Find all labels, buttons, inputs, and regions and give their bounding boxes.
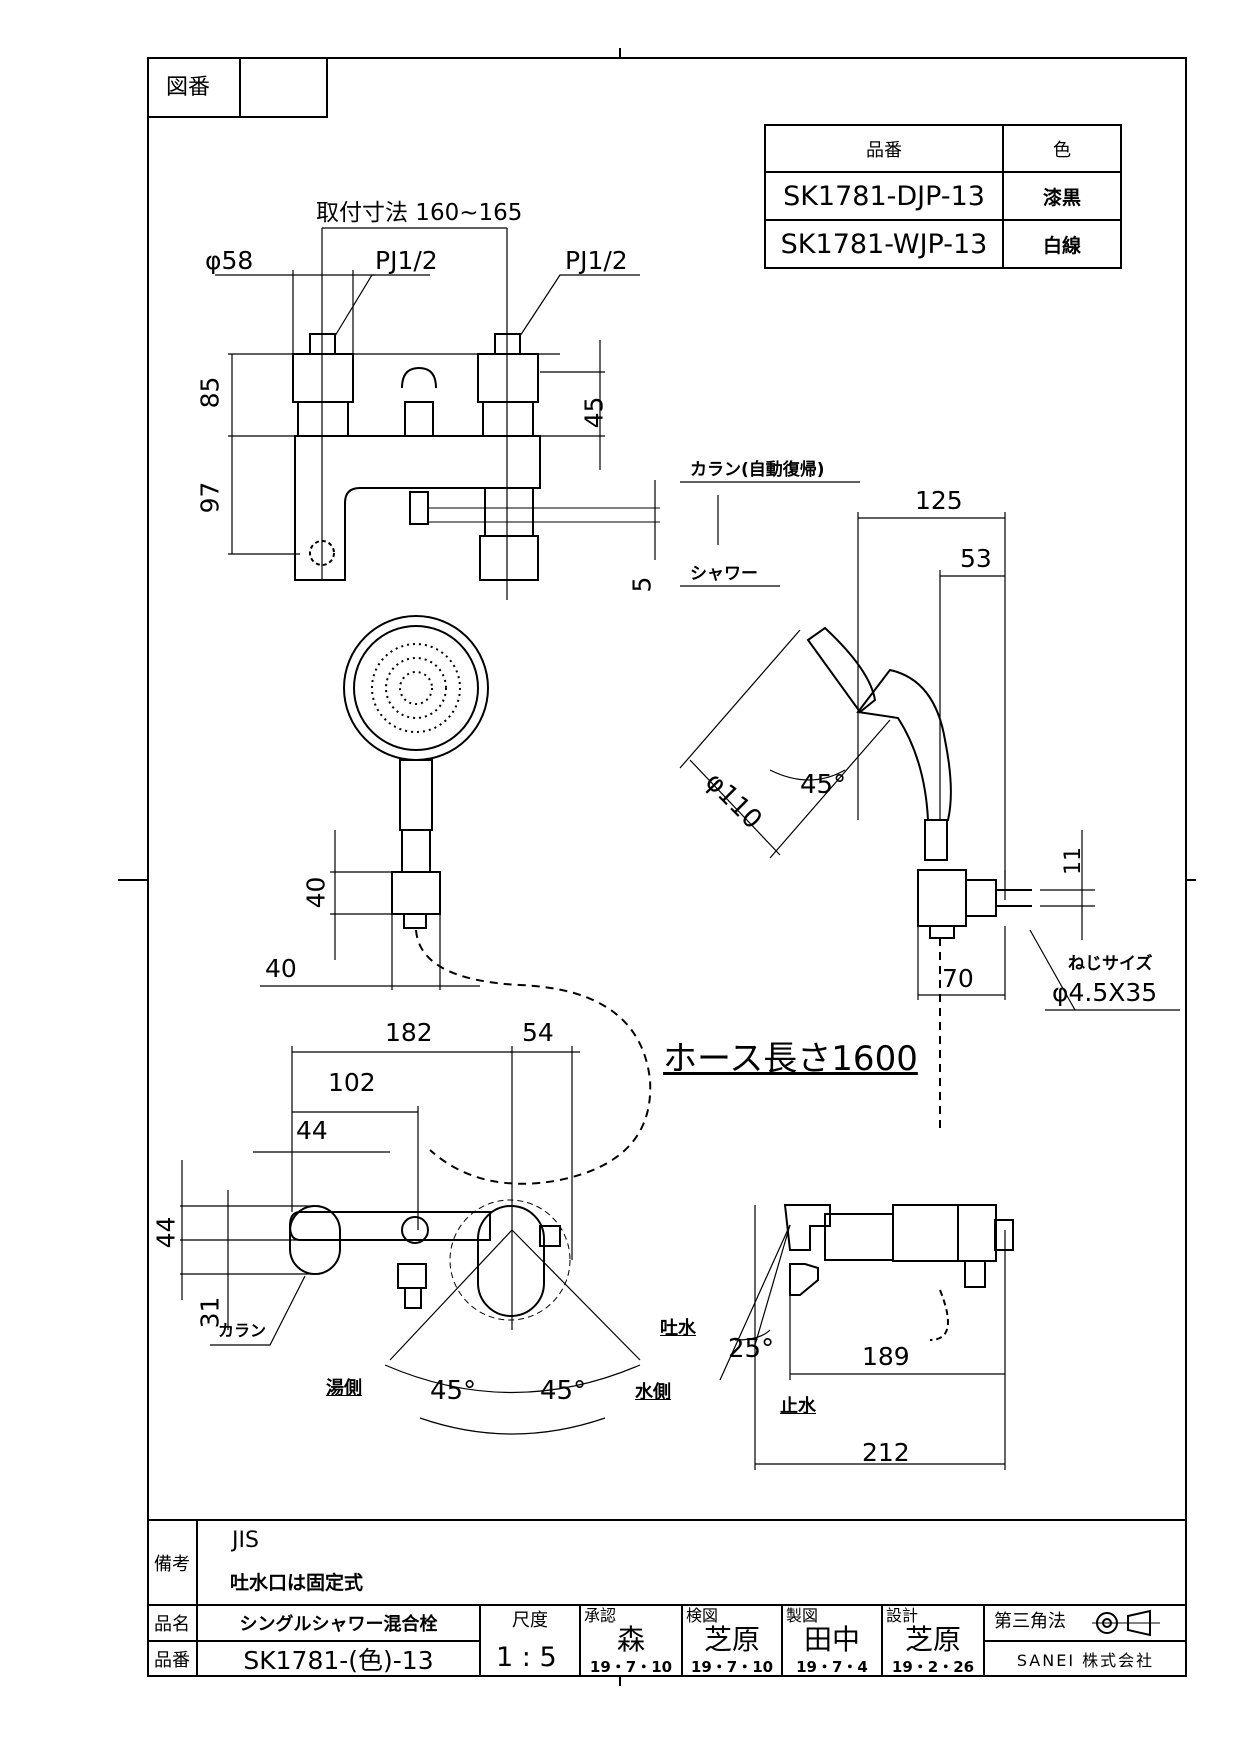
check-label: 検図 <box>686 1606 719 1625</box>
dim-angle-45-head: 45° <box>800 770 847 800</box>
product-name-value: シングルシャワー混合栓 <box>239 1614 438 1635</box>
dim-54: 54 <box>522 1018 554 1047</box>
dim-height-5: 5 <box>627 576 657 593</box>
dim-44-width: 44 <box>296 1116 328 1145</box>
label-hose-length: ホース長さ1600 <box>663 1039 918 1079</box>
dim-212: 212 <box>862 1438 910 1467</box>
approve-label: 承認 <box>584 1606 617 1625</box>
color-table-lines <box>764 124 1122 269</box>
dim-diameter-58: φ58 <box>205 246 254 275</box>
drawing-no-label: 図番 <box>166 75 211 100</box>
part-number-value: SK1781-(色)-13 <box>243 1646 434 1675</box>
design-label: 設計 <box>886 1606 919 1625</box>
label-callan: カラン <box>218 1321 267 1340</box>
part-number-label: 品番 <box>154 1650 190 1671</box>
approve-date: 19・7・10 <box>589 1657 673 1676</box>
dim-70: 70 <box>942 964 974 993</box>
color-table-color-2: 白線 <box>1042 234 1081 257</box>
check-date: 19・7・10 <box>690 1657 774 1676</box>
dim-125: 125 <box>915 486 963 515</box>
dim-height-85: 85 <box>195 376 225 409</box>
third-angle-symbol <box>1092 1609 1160 1637</box>
label-hot-side: 湯側 <box>326 1378 362 1399</box>
dim-44-height: 44 <box>151 1216 181 1249</box>
scale-label: 尺度 <box>512 1610 548 1631</box>
draw-name: 田中 <box>803 1623 860 1656</box>
dim-angle-45-right: 45° <box>540 1376 587 1406</box>
design-name: 芝原 <box>904 1623 961 1656</box>
projection-label: 第三角法 <box>994 1611 1066 1632</box>
faucet-side-view <box>783 1204 1014 1341</box>
remarks-line-2: 吐水口は固定式 <box>230 1572 364 1594</box>
label-cold-side: 水側 <box>635 1382 671 1403</box>
dim-189: 189 <box>862 1342 910 1371</box>
faucet-plan-view <box>288 1199 571 1321</box>
dim-angle-45-left: 45° <box>430 1376 477 1406</box>
remarks-line-1: JIS <box>232 1528 259 1553</box>
top-dimension-lines <box>215 227 860 600</box>
shower-head-side <box>806 626 1032 1130</box>
label-screw-size: ねじサイズ <box>1068 954 1153 974</box>
label-callan-auto-return: カラン(自動復帰) <box>690 460 825 480</box>
remarks-label: 備考 <box>154 1553 190 1575</box>
check-name: 芝原 <box>703 1623 760 1656</box>
color-table-header-part: 品番 <box>866 139 902 161</box>
dim-screw-size: φ4.5X35 <box>1052 978 1158 1007</box>
color-table-color-1: 漆黒 <box>1042 186 1081 209</box>
faucet-top-view <box>292 333 660 581</box>
dim-angle-25: 25° <box>728 1334 775 1364</box>
label-shower: シャワー <box>690 564 758 584</box>
dim-height-97: 97 <box>195 481 225 514</box>
color-table-part-2: SK1781-WJP-13 <box>780 228 988 260</box>
approve-name: 森 <box>616 1623 645 1656</box>
dim-53: 53 <box>960 544 992 573</box>
dim-mount-range: 取付寸法 160~165 <box>316 200 523 226</box>
color-table-part-1: SK1781-DJP-13 <box>783 180 985 212</box>
shower-head-front <box>343 615 652 1185</box>
dim-pj-left: PJ1/2 <box>375 246 438 275</box>
draw-label: 製図 <box>786 1606 819 1625</box>
dim-height-40: 40 <box>301 876 331 909</box>
design-date: 19・2・26 <box>891 1657 975 1676</box>
dim-11: 11 <box>1061 847 1086 875</box>
company-name: SANEI 株式会社 <box>1016 1651 1155 1670</box>
label-stop: 止水 <box>780 1396 816 1417</box>
drawing-frame <box>147 57 1187 1677</box>
draw-date: 19・7・4 <box>796 1657 868 1676</box>
dim-width-40: 40 <box>265 954 297 983</box>
dim-pj-right: PJ1/2 <box>565 246 628 275</box>
label-spout: 吐水 <box>660 1318 696 1339</box>
dim-height-45: 45 <box>579 396 609 429</box>
product-name-label: 品名 <box>154 1614 190 1635</box>
scale-value: 1 : 5 <box>496 1642 557 1673</box>
title-block-lines <box>147 1519 1187 1677</box>
dim-182: 182 <box>385 1018 433 1047</box>
dim-102: 102 <box>328 1068 376 1097</box>
color-table-header-color: 色 <box>1053 139 1071 161</box>
